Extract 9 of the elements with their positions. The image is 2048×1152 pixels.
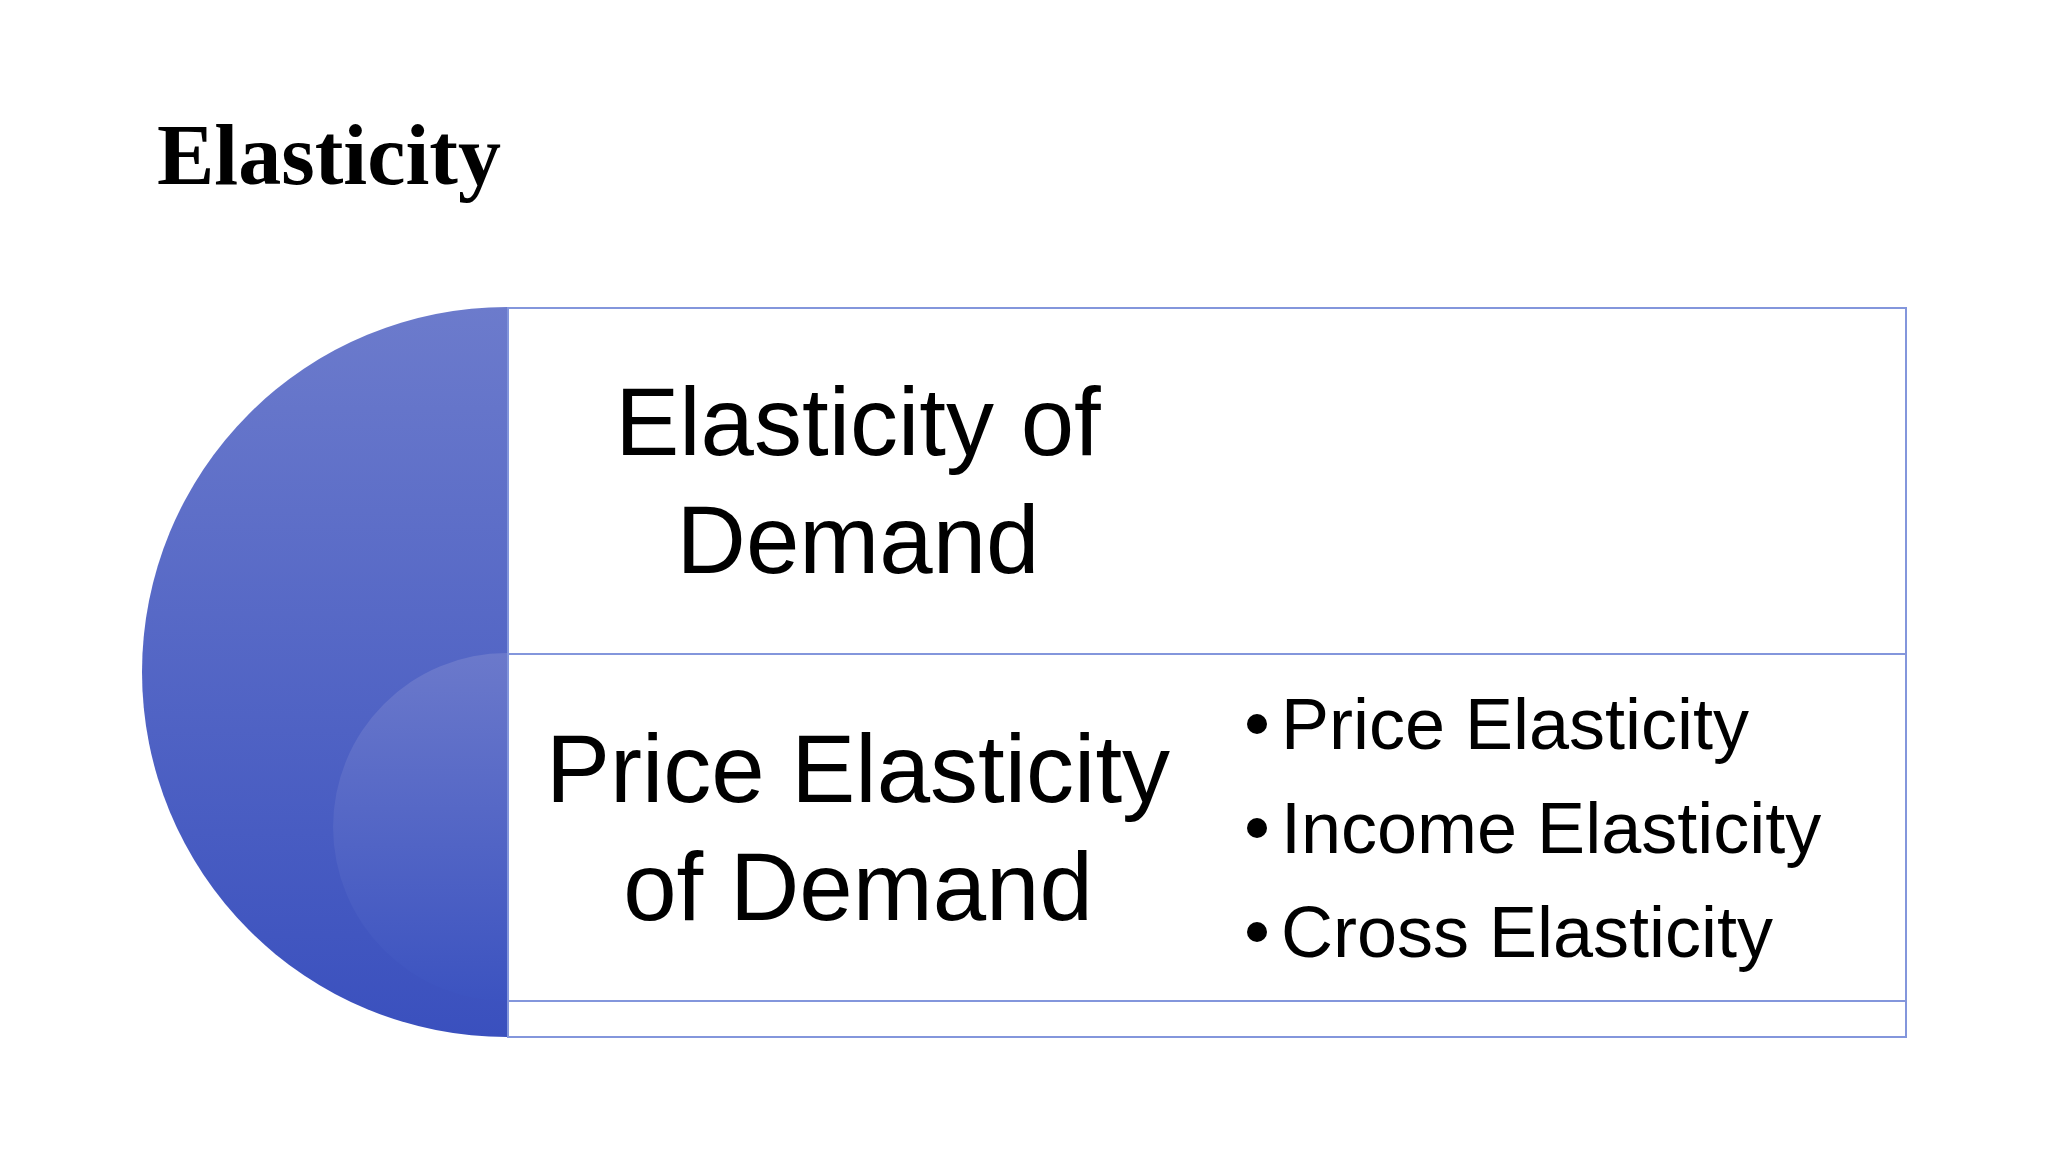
row-heading: Elasticity of Demand bbox=[614, 367, 1102, 595]
bullet-text: Cross Elasticity bbox=[1281, 890, 1774, 974]
bullet-text: Price Elasticity bbox=[1281, 682, 1750, 766]
bullet-text: Income Elasticity bbox=[1281, 786, 1822, 870]
slide-title: Elasticity bbox=[157, 106, 501, 205]
row-panel bbox=[507, 1000, 1907, 1038]
row-heading: Price Elasticity of Demand bbox=[544, 713, 1172, 942]
row-panel bbox=[507, 653, 1907, 1002]
row-panel bbox=[507, 307, 1907, 655]
